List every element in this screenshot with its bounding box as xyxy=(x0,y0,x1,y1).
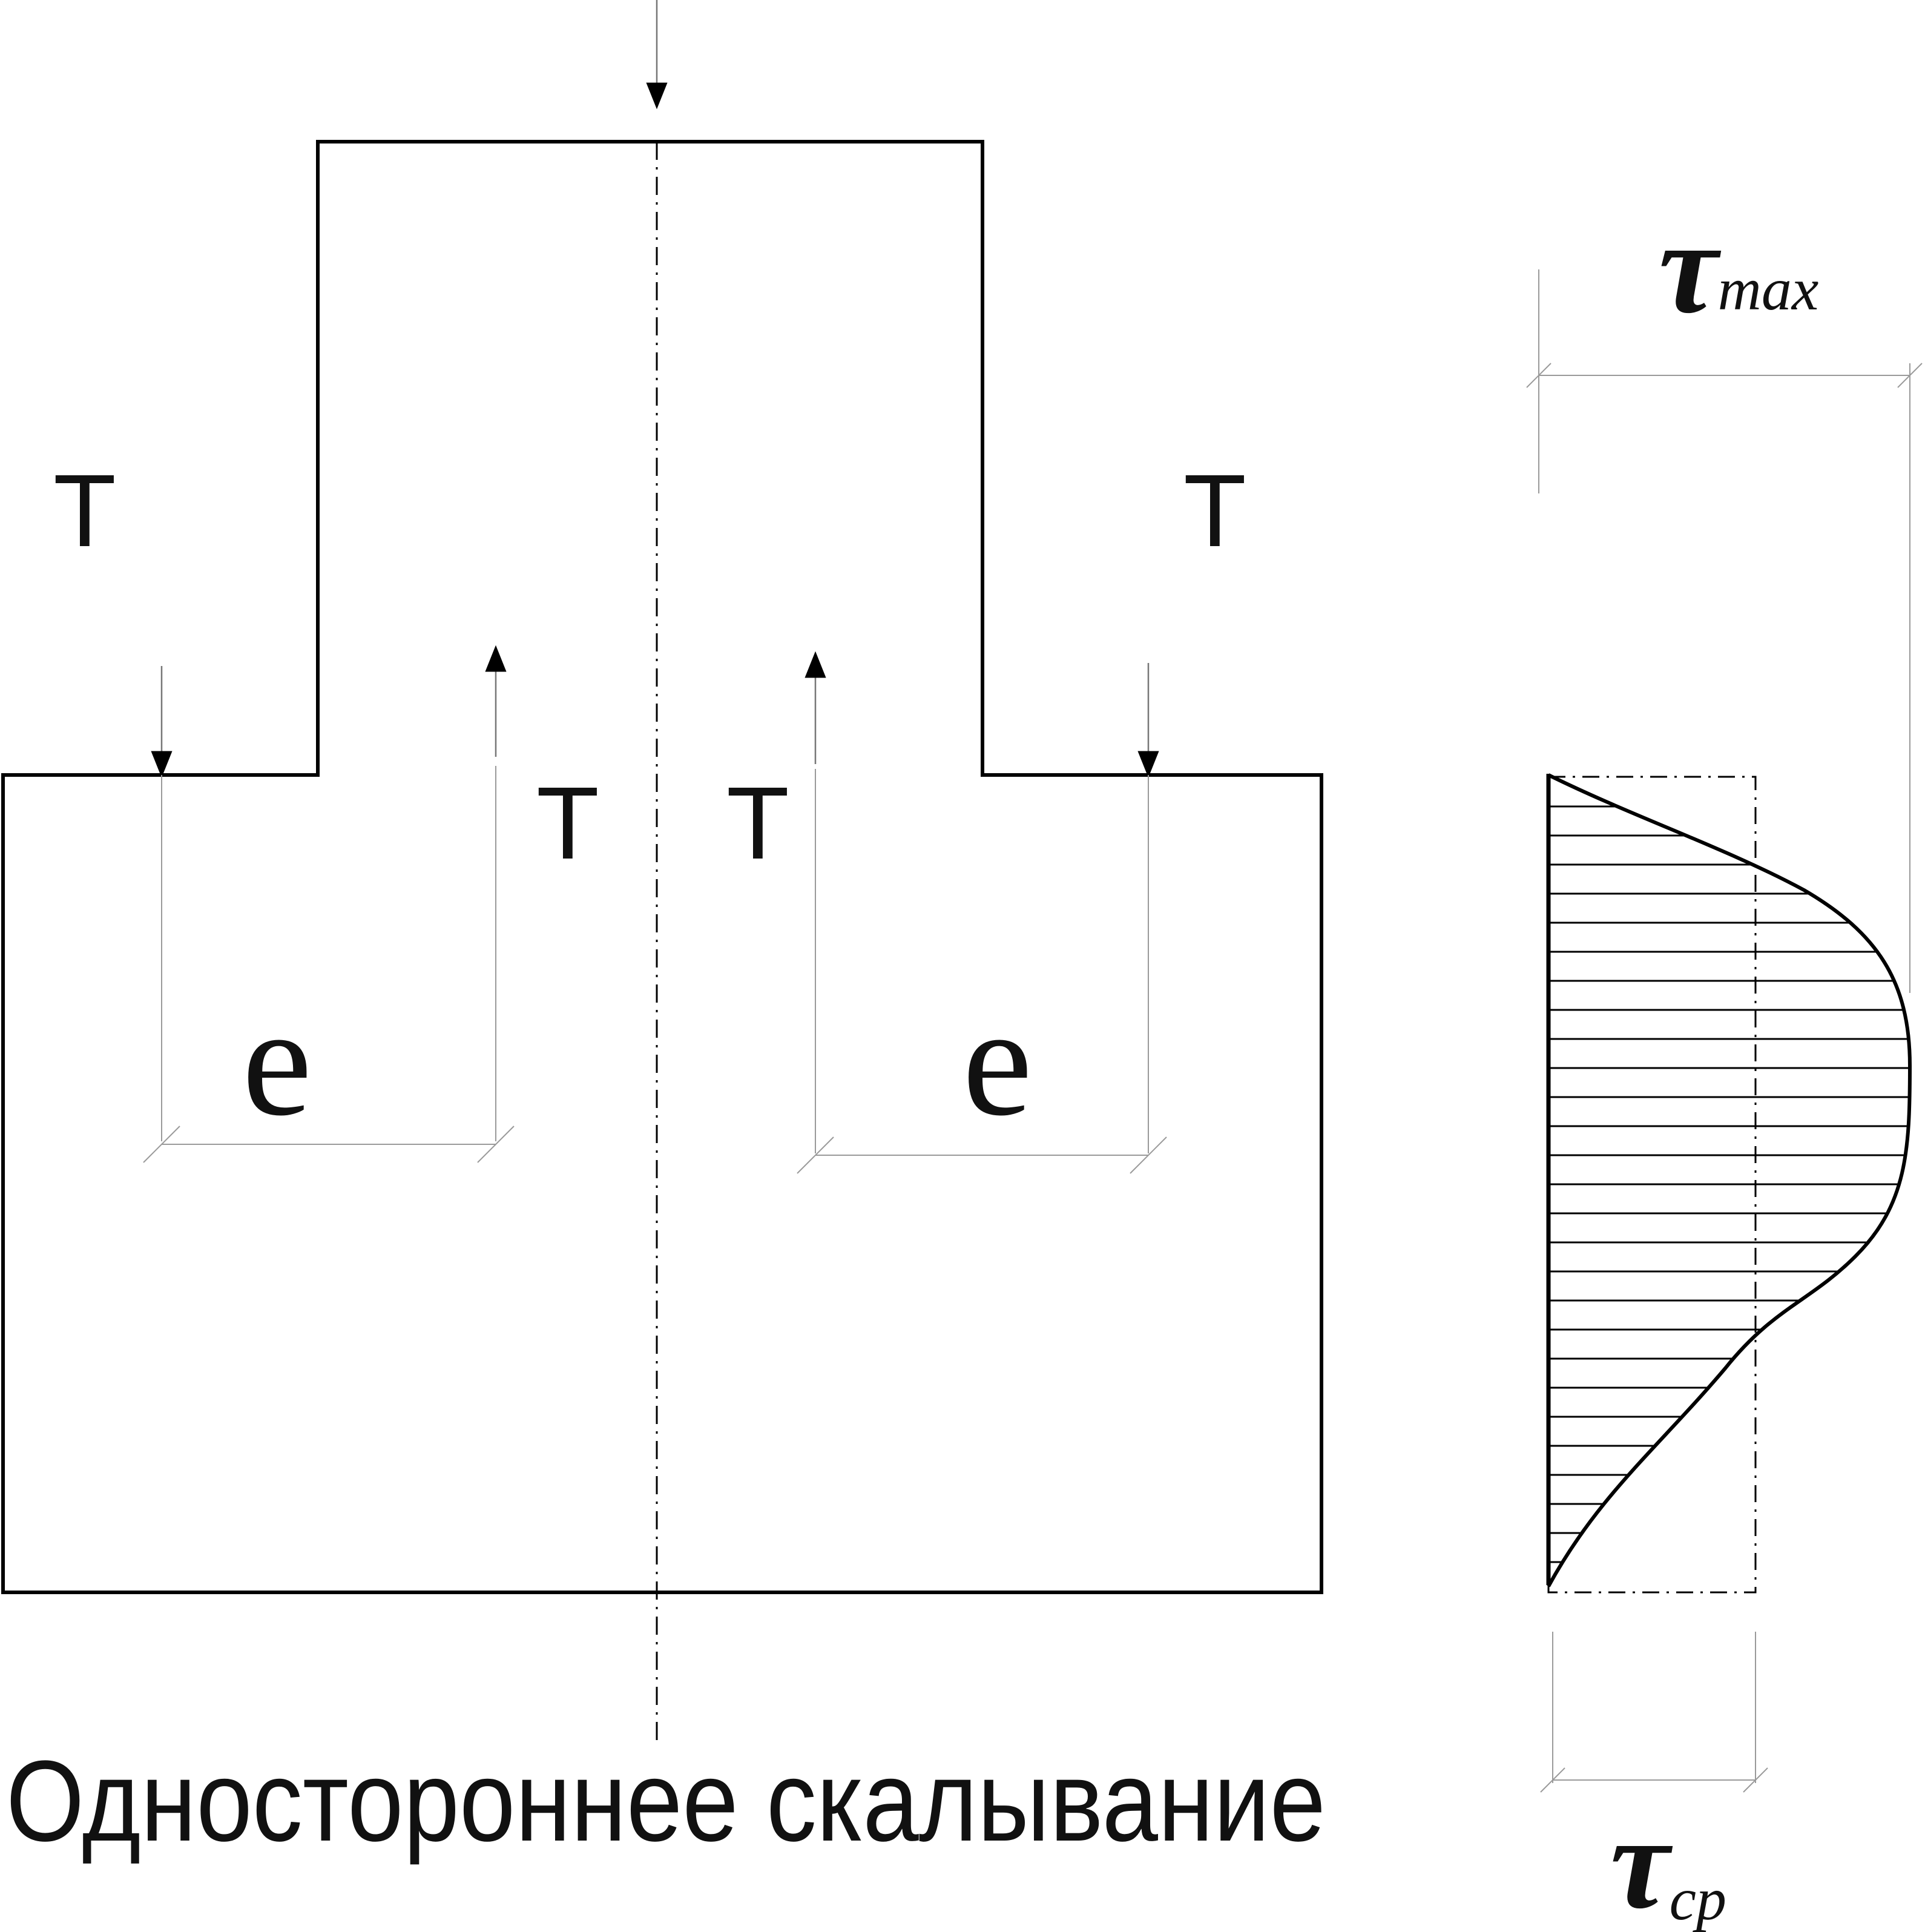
tau-cp-tick-right xyxy=(1743,1767,1768,1793)
eccentricity-label-right: e xyxy=(962,974,1032,1149)
right-dim-tick-a xyxy=(797,1136,834,1174)
left-dim-tick-a xyxy=(143,1126,180,1163)
tau-cp-tick-left xyxy=(1540,1767,1565,1793)
force-label-right-inner: T xyxy=(726,766,789,881)
eccentricity-label-left: e xyxy=(242,974,312,1149)
tau-cp-label: τcp xyxy=(1610,1789,1726,1932)
stress-hatching xyxy=(1548,805,1910,1563)
tau-max-label: τmax xyxy=(1659,193,1818,341)
left-dim-tick-b xyxy=(477,1126,515,1163)
stress-distribution-curve xyxy=(1547,773,1912,1587)
force-label-left-inner: T xyxy=(536,766,599,881)
diagram-caption: Одностороннее скалывание xyxy=(6,1737,1326,1865)
force-label-left-outer: T xyxy=(53,453,116,569)
force-label-right-outer: T xyxy=(1183,453,1246,569)
tau-max-tick-left xyxy=(1526,363,1552,388)
right-dim-tick-b xyxy=(1130,1136,1167,1174)
t-shaped-body xyxy=(1,140,1323,1594)
tau-max-tick-right xyxy=(1897,363,1923,388)
